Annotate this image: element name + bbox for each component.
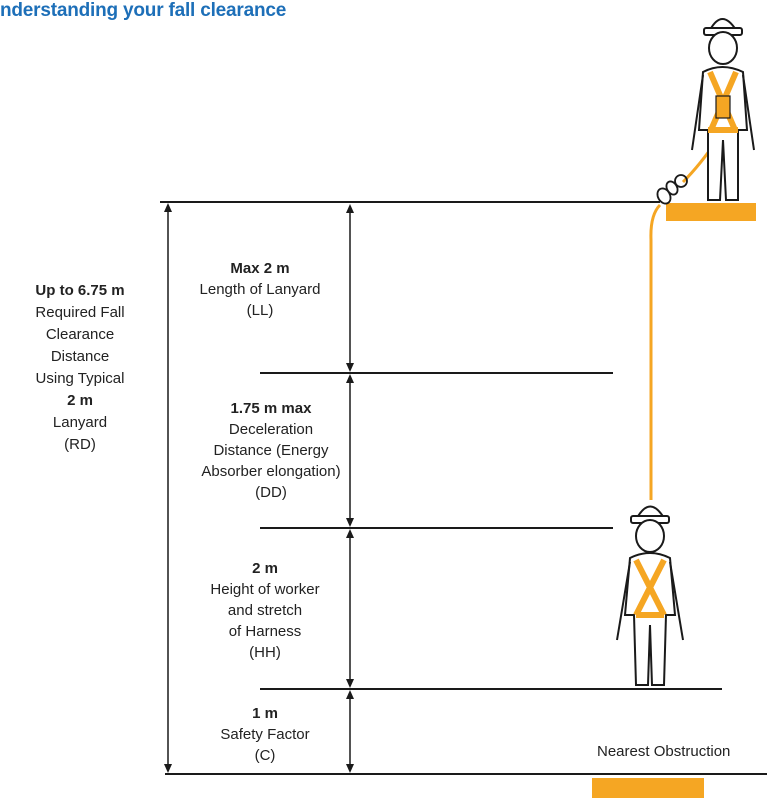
lanyard-hook-icon: [656, 174, 688, 205]
segment-deceleration: 1.75 m max Deceleration Distance (Energy…: [201, 400, 341, 501]
worker-standing-icon: [691, 18, 755, 201]
segment-arrows: [346, 204, 354, 773]
worker-fallen-icon: [616, 505, 684, 686]
segment-harness-height: 2 m Height of worker and stretch of Harn…: [210, 560, 320, 661]
total-dimension-arrow: [164, 203, 172, 773]
nearest-obstruction-label: Nearest Obstruction: [597, 743, 731, 760]
bottom-platform: [592, 778, 704, 798]
page-title: nderstanding your fall clearance: [0, 0, 287, 21]
top-platform: [666, 203, 756, 221]
lanyard-line: [649, 203, 662, 500]
segment-lanyard-length: Max 2 m Length of Lanyard (LL): [199, 260, 321, 319]
total-clearance-label: Up to 6.75 m Required Fall Clearance Dis…: [35, 282, 125, 453]
segment-safety-factor: 1 m Safety Factor (C): [220, 705, 310, 764]
